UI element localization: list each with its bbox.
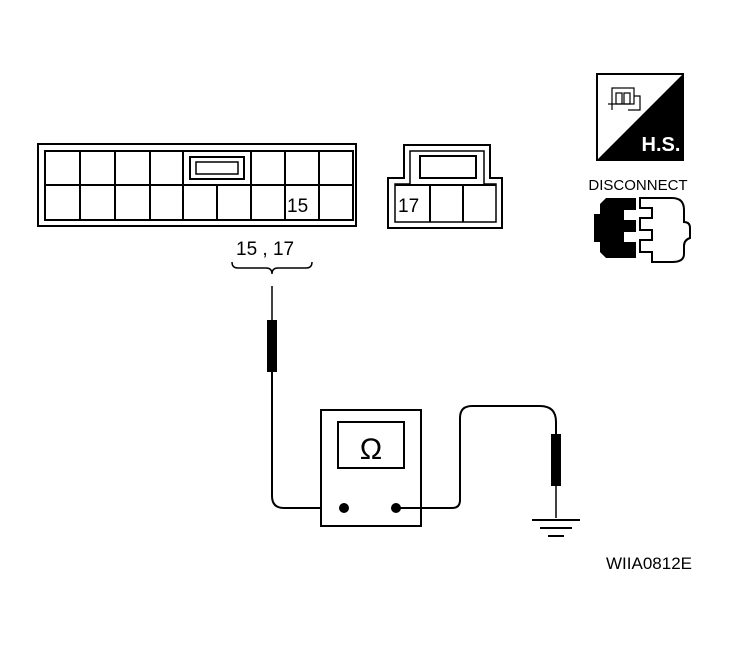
disconnect-label: DISCONNECT [588,177,687,194]
right-probe [396,405,561,518]
ground-icon [532,519,580,537]
meter-symbol: Ω [360,433,382,466]
right-connector [387,144,503,229]
disconnect-connector-icon [594,197,691,263]
probe-terminals-label: 15 , 17 [236,239,294,260]
left-terminal-label: 15 [287,196,308,217]
probe-bracket [231,261,313,275]
hs-badge: H.S. [596,73,684,161]
harness-connector-icon [608,87,641,111]
right-terminal-label: 17 [398,196,419,217]
left-connector [37,143,357,227]
left-probe [267,286,344,509]
hs-badge-text: H.S. [642,134,681,156]
ohmmeter [320,409,422,527]
figure-id: WIIA0812E [606,554,692,573]
